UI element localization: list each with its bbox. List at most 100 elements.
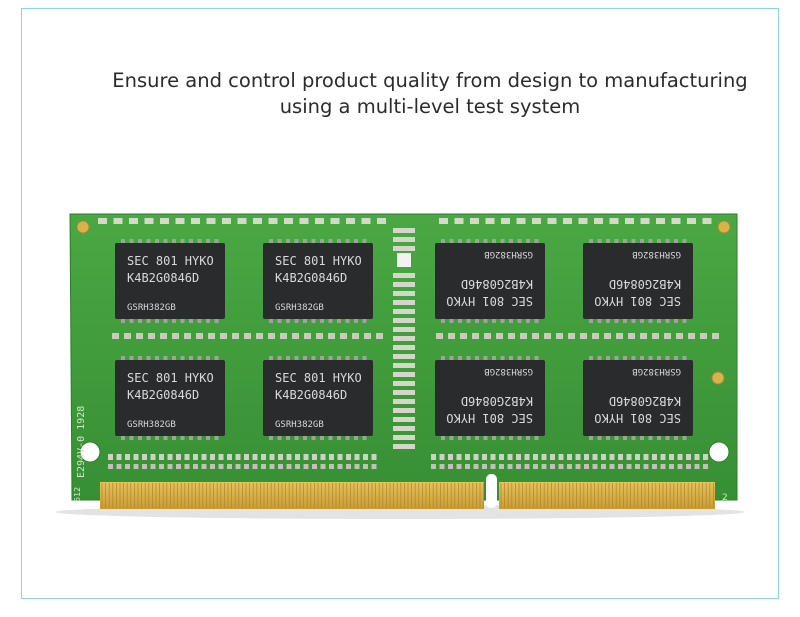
resistor [278,454,283,460]
capacitor [393,309,415,314]
resistor [167,454,173,460]
chip-lead [589,319,593,323]
chip-lead [614,436,619,440]
chip-lead [155,239,159,243]
chip-lead [155,319,159,323]
chip-lead [526,436,530,440]
chip-lead [214,356,219,360]
resistor [575,454,581,460]
resistor [125,464,130,469]
center-component-column [393,228,415,449]
resistor [626,464,632,469]
chip-marking: GSRH382GB [127,420,176,430]
pad [616,333,623,339]
pad [712,333,719,339]
capacitor [393,282,415,287]
resistor [286,464,292,469]
chip-lead [657,356,661,360]
pad [253,218,262,224]
resistor [184,454,190,460]
resistor [660,464,666,469]
resistor [252,454,258,460]
chip-lead [155,436,159,440]
chip-marking: K4B2G0846D [127,388,199,402]
chip-body [115,360,225,436]
pad [184,333,191,339]
resistor [337,464,343,469]
chip-lead [337,436,341,440]
chip-lead [665,239,670,243]
chip-lead [269,356,273,360]
chip-lead [597,319,602,323]
chip-lead [682,436,687,440]
resistor [235,464,241,469]
mounting-hole [711,371,725,385]
resistor [354,464,360,469]
chip-lead [441,239,445,243]
chip-lead [362,319,367,323]
chip-marking: K4B2G0846D [461,277,533,291]
chip-lead [206,319,210,323]
resistor [507,454,513,460]
chip-lead [163,356,168,360]
chip-lead [197,436,202,440]
resistor [703,464,708,469]
pad [280,333,287,339]
resistor [278,464,283,469]
resistor [184,464,190,469]
chip-lead [337,319,341,323]
chip-lead [640,239,644,243]
resistor [652,454,657,460]
pad [232,333,239,339]
chip-lead [517,239,522,243]
chip-lead [303,239,307,243]
chip-marking: K4B2G0846D [127,271,199,285]
pad [330,218,340,224]
chip-marking: GSRH382GB [632,366,681,376]
resistor [286,454,292,460]
chip-marking: GSRH382GB [275,303,324,313]
chip-lead [320,436,324,440]
resistor [703,454,708,460]
resistor [329,454,334,460]
resistor [533,464,538,469]
chip-lead [597,356,602,360]
chip-lead [138,319,142,323]
pad [206,218,216,224]
chip-lead [311,436,316,440]
chip-lead [517,319,522,323]
chip-lead [526,356,530,360]
chip-lead [354,239,358,243]
chip-lead [606,356,610,360]
resistor [337,454,343,460]
resistor [635,454,640,460]
pad [640,218,650,224]
resistor [499,454,504,460]
chip-lead [121,239,125,243]
chip-lead [614,319,619,323]
resistor [312,454,317,460]
resistor [541,464,547,469]
resistor [533,454,538,460]
pad [244,333,251,339]
resistor [456,454,462,460]
resistor [227,454,232,460]
chip-lead [172,356,176,360]
chip-marking: SEC 801 HYKO [594,411,681,425]
chip-lead [500,356,505,360]
resistor [167,464,173,469]
chip-lead [509,436,513,440]
chip-marking: SEC 801 HYKO [127,254,214,268]
chip-lead [172,319,176,323]
chip-lead [328,356,333,360]
chip-marking: K4B2G0846D [275,388,347,402]
chip-lead [475,436,479,440]
resistor [346,464,351,469]
chip-lead [500,319,505,323]
chip-lead [214,239,219,243]
chip-lead [509,239,513,243]
